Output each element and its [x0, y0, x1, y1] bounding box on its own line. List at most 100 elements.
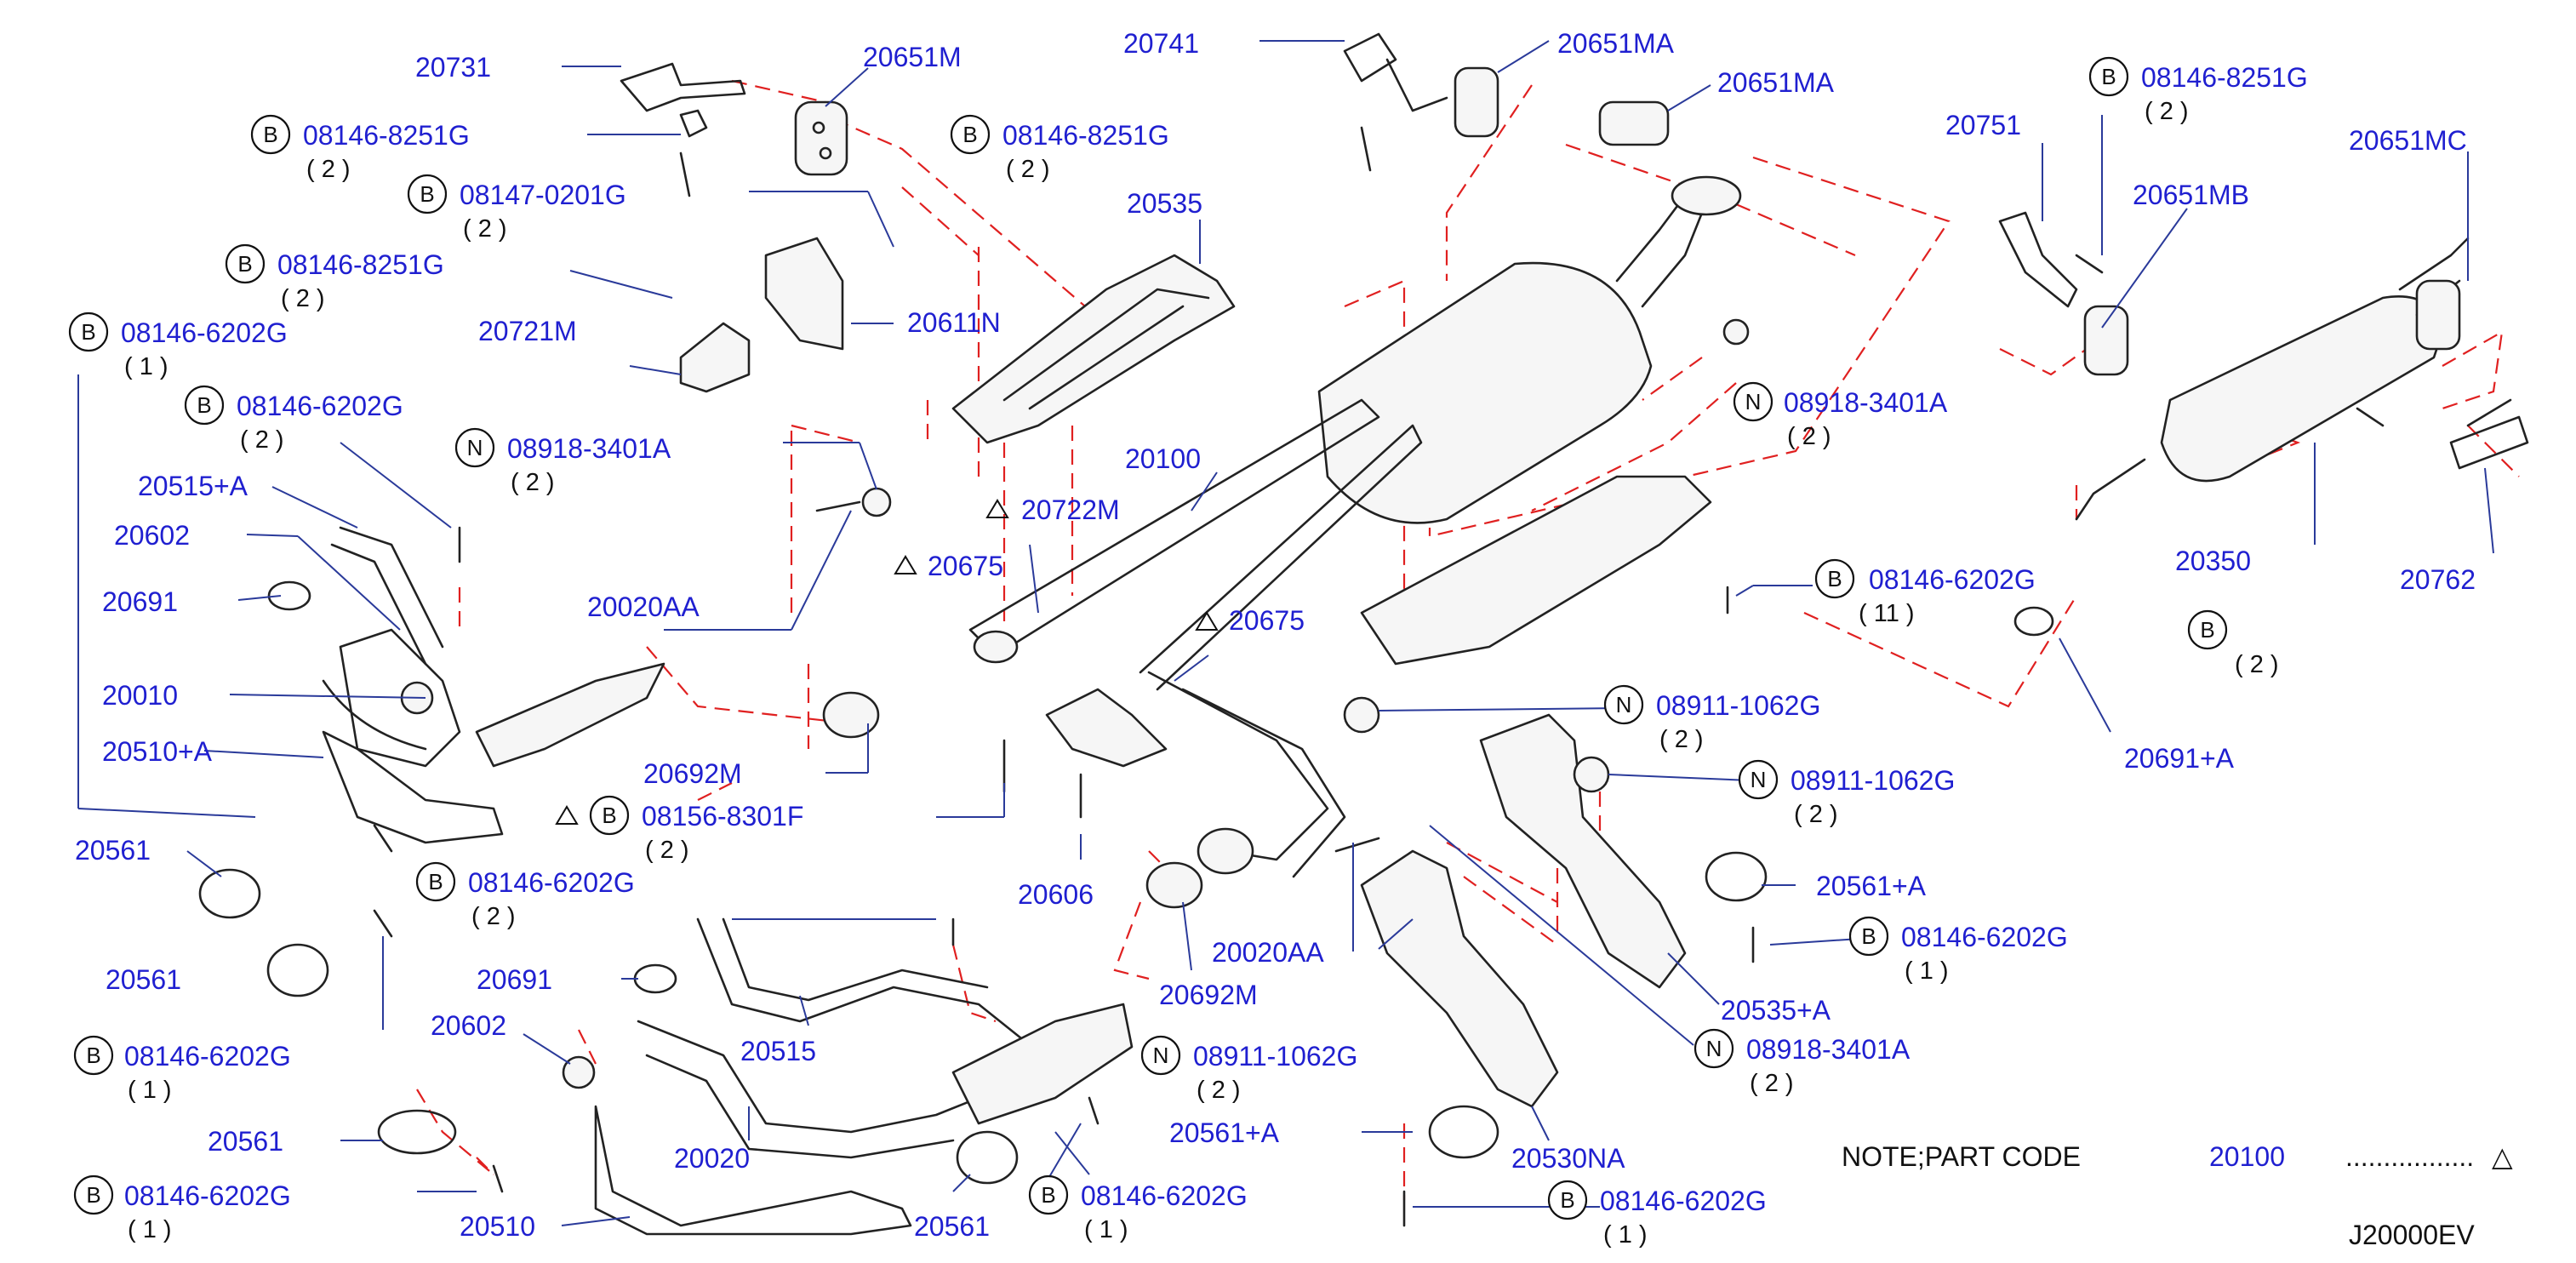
badge-b: B — [225, 243, 266, 284]
qty-2: ( 2 ) — [463, 215, 507, 243]
note-text: NOTE;PART CODE — [1842, 1141, 2081, 1172]
label-20561-a: 20561 — [75, 835, 151, 866]
label-08918-3401a-a: 08918-3401A — [507, 433, 671, 464]
label-20020aa-b: 20020AA — [1212, 937, 1324, 968]
qty-2: ( 2 ) — [1787, 423, 1831, 450]
parts-artwork — [198, 32, 2529, 1236]
svg-text:N: N — [467, 435, 483, 460]
diagram-code: J20000EV — [2349, 1220, 2475, 1250]
qty-2: ( 2 ) — [306, 156, 351, 183]
qty-2: ( 2 ) — [1006, 156, 1050, 183]
svg-text:B: B — [81, 319, 95, 345]
label-20350: 20350 — [2175, 546, 2251, 576]
qty-2: ( 2 ) — [1750, 1070, 1794, 1097]
label-08918-3401a-b: 08918-3401A — [1784, 387, 1948, 418]
label-20020: 20020 — [674, 1143, 750, 1174]
badge-b: B — [407, 174, 448, 214]
qty-2: ( 2 ) — [645, 837, 689, 864]
label-20535: 20535 — [1127, 188, 1202, 219]
svg-text:B: B — [237, 251, 252, 277]
label-20651m: 20651M — [863, 42, 962, 72]
note-part-code: 20100 — [2209, 1141, 2285, 1172]
label-08146-8251g-b: 08146-8251G — [1002, 120, 1169, 151]
label-08146-6202g-e: 08146-6202G — [1901, 922, 2068, 952]
leader-lines — [77, 40, 2494, 1226]
svg-text:B: B — [2200, 617, 2214, 643]
label-08146-6202g-g: 08146-6202G — [124, 1180, 291, 1211]
svg-text:B: B — [263, 122, 277, 147]
badge-b: B — [250, 114, 291, 155]
svg-text:B: B — [1827, 566, 1842, 591]
label-08147-0201g: 08147-0201G — [460, 180, 626, 210]
svg-text:N: N — [1745, 389, 1762, 414]
qty-1: ( 1 ) — [124, 353, 168, 380]
label-20651ma-a: 20651MA — [1557, 28, 1675, 59]
badge-b: B — [1814, 558, 1855, 599]
badge-n: N — [1738, 759, 1779, 800]
svg-text:N: N — [1153, 1043, 1169, 1068]
label-08146-6202g-f: 08146-6202G — [124, 1041, 291, 1072]
badge-b: B — [2187, 609, 2228, 650]
badge-b: B — [950, 114, 991, 155]
label-20611n: 20611N — [907, 307, 1001, 338]
label-08146-8251g-a: 08146-8251G — [303, 120, 470, 151]
svg-text:B: B — [2101, 64, 2116, 89]
label-20515: 20515 — [740, 1036, 816, 1066]
svg-text:B: B — [428, 869, 443, 894]
qty-11: ( 11 ) — [1859, 600, 1915, 627]
label-20561-b: 20561 — [106, 964, 181, 995]
label-08156-8301f: 08156-8301F — [642, 801, 803, 832]
qty-2: ( 2 ) — [471, 903, 516, 930]
qty-1: ( 1 ) — [1084, 1216, 1128, 1243]
badge-b: B — [1028, 1174, 1069, 1215]
label-20762: 20762 — [2400, 564, 2476, 595]
triangle-markers — [555, 499, 1219, 825]
svg-text:B: B — [197, 392, 211, 418]
label-20651mc: 20651MC — [2349, 125, 2467, 156]
label-08911-1062g-c: 08911-1062G — [1193, 1041, 1357, 1072]
label-08146-6202g-h: 08146-6202G — [1081, 1180, 1248, 1211]
badge-n: N — [1603, 684, 1644, 725]
badges: B B B B B B B N N B B N N B B B B N N B … — [68, 56, 2228, 1220]
qty-2: ( 2 ) — [1794, 801, 1838, 828]
part-labels: 20731 20651M 20741 20651MA 20651MA 08146… — [75, 28, 2476, 1249]
svg-text:N: N — [1706, 1036, 1722, 1061]
badge-n: N — [1694, 1028, 1734, 1069]
badge-b: B — [73, 1035, 114, 1076]
label-08146-6202g-c: 08146-6202G — [1869, 564, 2036, 595]
label-20606: 20606 — [1018, 879, 1094, 910]
badge-n: N — [1140, 1035, 1181, 1076]
label-20751: 20751 — [1945, 110, 2021, 140]
note-triangle-symbol: △ — [2492, 1141, 2513, 1172]
badge-b: B — [1848, 916, 1889, 957]
svg-text:B: B — [1041, 1182, 1055, 1208]
label-20721m: 20721M — [478, 316, 577, 346]
label-20602-a: 20602 — [114, 520, 190, 551]
label-20100: 20100 — [1125, 443, 1201, 474]
label-20561-d: 20561 — [914, 1211, 990, 1242]
label-20535a: 20535+A — [1721, 995, 1831, 1026]
qty-2: ( 2 ) — [281, 285, 325, 312]
badge-b: B — [73, 1174, 114, 1215]
label-20692m-a: 20692M — [643, 758, 742, 789]
label-08146-8251g-c: 08146-8251G — [277, 249, 444, 280]
label-20510a: 20510+A — [102, 736, 213, 767]
badge-b: B — [2088, 56, 2129, 97]
badge-b: B — [589, 795, 630, 836]
label-20722m: 20722M — [1021, 494, 1120, 525]
label-08911-1062g-b: 08911-1062G — [1791, 765, 1955, 796]
badge-n: N — [454, 427, 495, 468]
badge-b: B — [68, 311, 109, 352]
svg-text:B: B — [1560, 1187, 1574, 1213]
qty-2: ( 2 ) — [511, 469, 555, 496]
label-08911-1062g-a: 08911-1062G — [1656, 690, 1820, 721]
label-20731: 20731 — [415, 52, 491, 83]
svg-text:B: B — [86, 1182, 100, 1208]
label-08146-6202g-i: 08146-6202G — [1600, 1186, 1767, 1216]
label-20561a-b: 20561+A — [1169, 1117, 1280, 1148]
badge-n: N — [1733, 381, 1773, 422]
badge-b: B — [184, 385, 225, 426]
svg-text:B: B — [602, 803, 616, 828]
badge-b: B — [415, 861, 456, 902]
qty-1: ( 1 ) — [128, 1077, 172, 1104]
